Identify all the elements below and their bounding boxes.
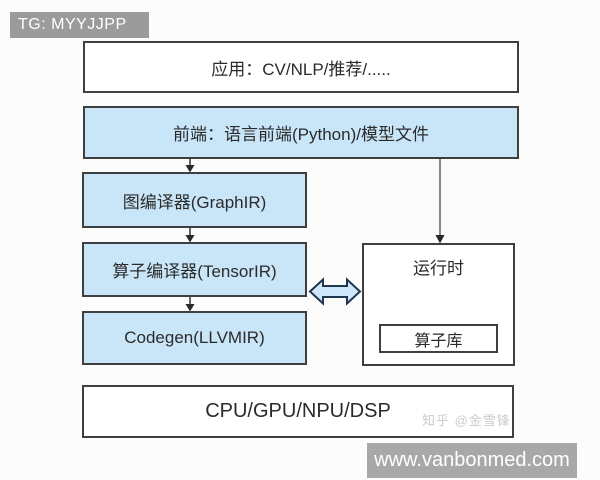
double-arrow-icon [308, 277, 362, 306]
frontend-to-runtime-arrow-icon [435, 159, 445, 244]
application-box: 应用：CV/NLP/推荐/..... [83, 41, 519, 93]
runtime-box-label: 运行时 [413, 259, 464, 278]
runtime-box: 运行时 算子库 [362, 243, 515, 366]
operator-library-box-label: 算子库 [414, 332, 463, 350]
down-arrow-icon [185, 228, 195, 243]
tensor-compiler-box-label: 算子编译器(TensorIR) [112, 262, 277, 281]
tag-badge: TG: MYYJJPP [10, 12, 149, 38]
frontend-box: 前端：语言前端(Python)/模型文件 [83, 106, 519, 159]
application-box-label: 应用：CV/NLP/推荐/..... [211, 59, 391, 79]
zhihu-watermark: 知乎 @金雪锋 [422, 413, 511, 428]
frontend-box-label: 前端：语言前端(Python)/模型文件 [173, 125, 429, 144]
website-url-bar: www.vanbonmed.com [367, 443, 577, 478]
hardware-box-label: CPU/GPU/NPU/DSP [205, 400, 391, 422]
operator-library-box: 算子库 [379, 324, 498, 353]
tensor-compiler-box: 算子编译器(TensorIR) [82, 242, 307, 297]
down-arrow-icon [185, 297, 195, 312]
graph-compiler-box-label: 图编译器(GraphIR) [122, 192, 267, 212]
codegen-box-label: Codegen(LLVMIR) [124, 328, 265, 347]
graph-compiler-box: 图编译器(GraphIR) [82, 172, 307, 228]
codegen-box: Codegen(LLVMIR) [82, 311, 307, 365]
down-arrow-icon [185, 158, 195, 173]
hardware-box: CPU/GPU/NPU/DSP [82, 385, 514, 438]
